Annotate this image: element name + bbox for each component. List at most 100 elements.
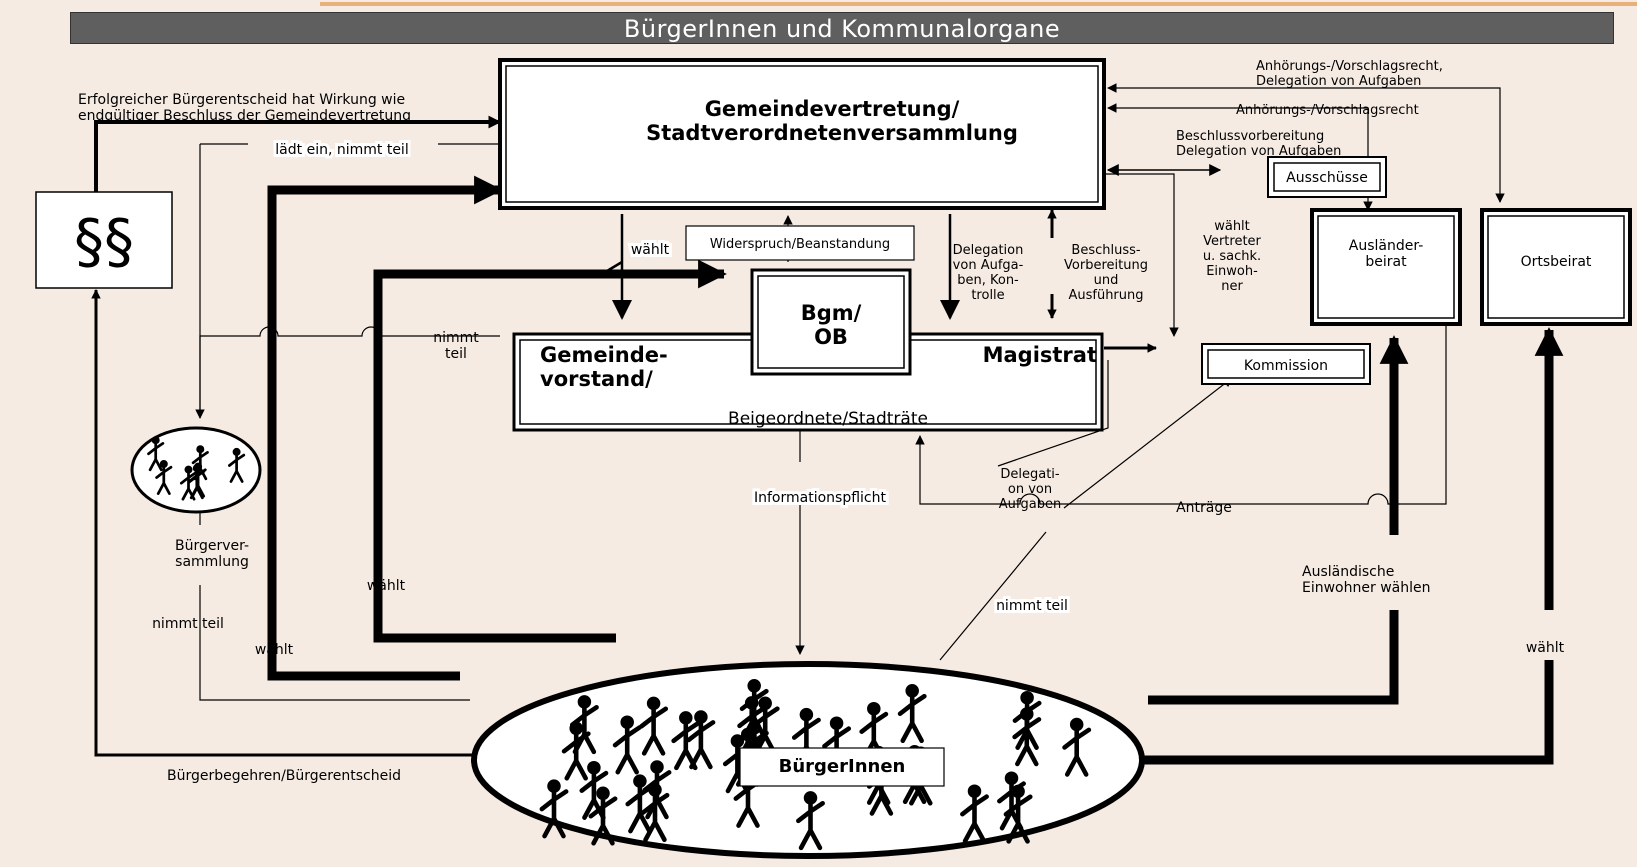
person-figure-icon xyxy=(579,760,609,820)
ortsbeirat-box-inner xyxy=(1487,215,1625,319)
bgm-box xyxy=(750,268,912,376)
gemeindevorstand-label: vorstand/ xyxy=(540,367,653,391)
bgm-box-inner xyxy=(757,275,905,369)
arrow-paragraph-to-gv xyxy=(94,115,502,192)
auslaenderbeirat-label: Ausländer- xyxy=(1349,238,1424,254)
nimmt-teil-left-label: nimmt teil xyxy=(152,616,224,632)
person-figure-icon xyxy=(612,715,642,775)
buergerversammlung-crowd-icon xyxy=(147,436,246,501)
magistrat-label: Magistrat xyxy=(983,343,1097,367)
person-figure-icon xyxy=(228,447,246,483)
anhoerung-delegation-label: Delegation von Aufgaben xyxy=(1256,74,1421,89)
person-figure-icon xyxy=(897,684,927,744)
person-figure-icon xyxy=(739,720,769,780)
gemeindevorstand-label: Gemeinde- xyxy=(540,343,668,367)
beschluss-vorbereitung-label: und xyxy=(1094,273,1119,288)
anhoerung-delegation-label: Anhörungs-/Vorschlagsrecht, xyxy=(1256,59,1443,74)
auslaendische-label: Einwohner wählen xyxy=(1302,580,1430,596)
ortsbeirat-label: Ortsbeirat xyxy=(1521,254,1592,270)
person-figure-icon xyxy=(155,459,173,495)
person-figure-icon xyxy=(640,783,670,843)
bgm-label: OB xyxy=(814,325,848,349)
person-figure-icon xyxy=(997,771,1026,831)
accent-line xyxy=(320,2,1637,6)
gemeindevertretung-title: Stadtverordnetenversammlung xyxy=(646,121,1018,145)
person-figure-icon xyxy=(639,696,669,756)
arrow-buergerbegehren xyxy=(91,289,476,757)
erfolgreicher-label: endgültiger Beschluss der Gemeindevertre… xyxy=(78,108,411,124)
waehlt-vertreter-label: Einwoh- xyxy=(1206,264,1258,279)
buergerinnen-label: BürgerInnen xyxy=(779,756,906,777)
person-figure-icon xyxy=(569,695,599,755)
widerspruch-label: Widerspruch/Beanstandung xyxy=(710,237,890,252)
buergerinnen-label-box xyxy=(739,747,945,787)
person-figure-icon xyxy=(822,716,852,776)
waehlt-right-label: wählt xyxy=(1526,640,1565,656)
beschlussvorbereitung-label: Beschlussvorbereitung xyxy=(1176,129,1324,144)
waehlt-inner-label: wählt xyxy=(367,578,406,594)
delegation-aufgaben-label: Aufgaben xyxy=(999,497,1061,512)
kommission-box-inner xyxy=(1207,349,1365,379)
gemeindevertretung-box xyxy=(498,58,1106,210)
auslaenderbeirat-label: beirat xyxy=(1365,254,1407,270)
beschluss-vorbereitung-label: Beschluss- xyxy=(1071,243,1140,258)
delegation-kontrolle-label: ben, Kon- xyxy=(957,273,1019,288)
person-figure-icon xyxy=(671,711,701,771)
arrow-anhoerung-ortsbeirat xyxy=(1107,83,1505,203)
beschluss-vorbereitung-label: Vorbereitung xyxy=(1064,258,1148,273)
waehlt-vertreter-label: u. sachk. xyxy=(1203,249,1261,264)
buergerversammlung-label: sammlung xyxy=(175,554,249,570)
gemeindevertretung-title: Gemeindevertretung/ xyxy=(705,97,960,121)
widerspruch-box xyxy=(685,225,915,261)
nimmt-teil-center-label: nimmt teil xyxy=(996,598,1068,614)
waehlt-vertreter-label: Vertreter xyxy=(1203,234,1261,249)
arrow-citizens-ortsbeirat xyxy=(1130,330,1549,765)
ortsbeirat-box xyxy=(1480,208,1632,326)
person-figure-icon xyxy=(686,710,716,770)
ausschuesse-label: Ausschüsse xyxy=(1286,170,1368,186)
arrow-waehlt-vorstand xyxy=(601,214,622,318)
arrow-citizens-waehlt-gv xyxy=(267,175,503,681)
waehlt-vertreter-label: wählt xyxy=(1214,219,1250,234)
person-figure-icon xyxy=(960,784,989,844)
gemeindevertretung-box-inner xyxy=(505,65,1099,203)
delegation-kontrolle-label: von Aufga- xyxy=(953,258,1024,273)
line-nimmt-teil-left xyxy=(199,585,470,701)
person-figure-icon xyxy=(191,445,209,481)
person-figure-icon xyxy=(1012,707,1042,767)
person-figure-icon xyxy=(796,791,825,851)
beschluss-vorbereitung-label: Ausführung xyxy=(1068,288,1143,303)
person-figure-icon xyxy=(188,464,206,500)
person-figure-icon xyxy=(739,679,769,739)
arrow-citizens-waehlt-bgm xyxy=(373,259,727,643)
delegation-kontrolle-label: Delegation xyxy=(953,243,1024,258)
person-figure-icon xyxy=(791,707,821,767)
paragraph-box xyxy=(35,191,173,289)
arrow-citizens-auslaenderbeirat xyxy=(1148,338,1394,705)
auslaenderbeirat-box xyxy=(1310,208,1462,326)
erfolgreicher-label: Erfolgreicher Bürgerentscheid hat Wirkun… xyxy=(78,92,405,108)
arrow-nimmt-teil-kommission xyxy=(939,378,1232,661)
person-figure-icon xyxy=(750,696,780,756)
informationspflicht-label: Informationspflicht xyxy=(754,490,886,506)
waehlt-gv-label: wählt xyxy=(631,242,670,258)
auslaendische-label: Ausländische xyxy=(1302,564,1394,580)
person-figure-icon xyxy=(1062,717,1092,777)
waehlt-left-label: wählt xyxy=(255,642,294,658)
waehlt-vertreter-label: ner xyxy=(1221,279,1243,294)
nimmt-teil-vorstand-label: nimmt xyxy=(433,330,479,346)
line-nimmt-teil-vorstand xyxy=(199,326,500,418)
delegation-aufgaben-label: on von xyxy=(1008,482,1052,497)
arrow-antraege xyxy=(915,323,1447,505)
delegation-aufgaben-label: Delegati- xyxy=(1000,467,1060,482)
beschlussvorbereitung-label: Delegation von Aufgaben xyxy=(1176,144,1341,159)
buergerversammlung-label: Bürgerver- xyxy=(175,538,249,554)
diagram-title: BürgerInnen und Kommunalorgane xyxy=(623,15,1061,43)
nimmt-teil-vorstand-label: teil xyxy=(445,346,467,362)
auslaenderbeirat-box-inner xyxy=(1317,215,1455,319)
beigeordnete-label: Beigeordnete/Stadträte xyxy=(728,409,928,429)
buergerbegehren-label: Bürgerbegehren/Bürgerentscheid xyxy=(167,768,401,784)
person-figure-icon xyxy=(859,701,889,761)
